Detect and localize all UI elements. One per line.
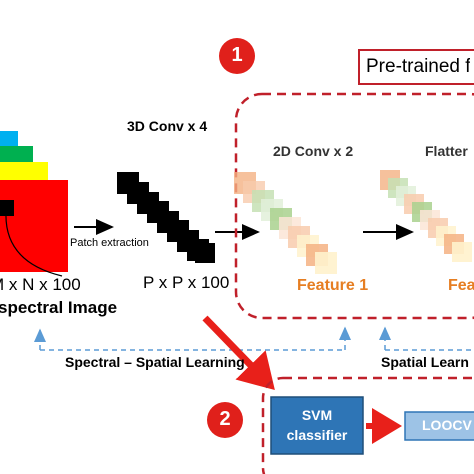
image-dims-label: M x N x 100 [0,275,81,294]
pretrained-label-box [358,49,474,85]
pretrained-region-border [234,92,474,320]
image-title: spectral Image [0,298,118,317]
step-2-badge [207,402,243,438]
to-svm-arrow [202,315,275,391]
svm-label-line1: SVM [301,407,333,423]
svm-label-line2: classifier [286,427,348,443]
patch-cube-stack [117,172,215,263]
feature-2-label: Fea [448,277,474,294]
feature-1-label: Feature 1 [297,277,369,294]
loocv-box [404,411,474,441]
svm-classifier-box [270,396,364,455]
spatial-learning-label: Spatial Learn [381,354,469,370]
pretrained-label: Pre-trained f [366,56,470,77]
spatial-feedback-path [379,326,474,351]
conv2d-label: 2D Conv x 2 [273,143,354,159]
conv3d-label: 3D Conv x 4 [127,118,208,134]
patch-dims-label: P x P x 100 [143,273,230,292]
feature-map-stack-1 [234,172,337,274]
spectral-spatial-learning-label: Spectral – Spatial Learning [65,354,245,370]
hyperspectral-image-stack [0,131,68,277]
step-1-badge-label: 1 [231,44,243,66]
spectral-spatial-feedback-path [34,326,351,351]
step-2-badge-label: 2 [219,408,231,430]
flatten-label: Flatter [425,143,468,159]
loocv-label: LOOCV [422,417,472,433]
patch-extraction-label: Patch extraction [70,237,149,249]
feature-map-stack-2 [380,170,472,262]
step-1-badge [219,38,255,74]
